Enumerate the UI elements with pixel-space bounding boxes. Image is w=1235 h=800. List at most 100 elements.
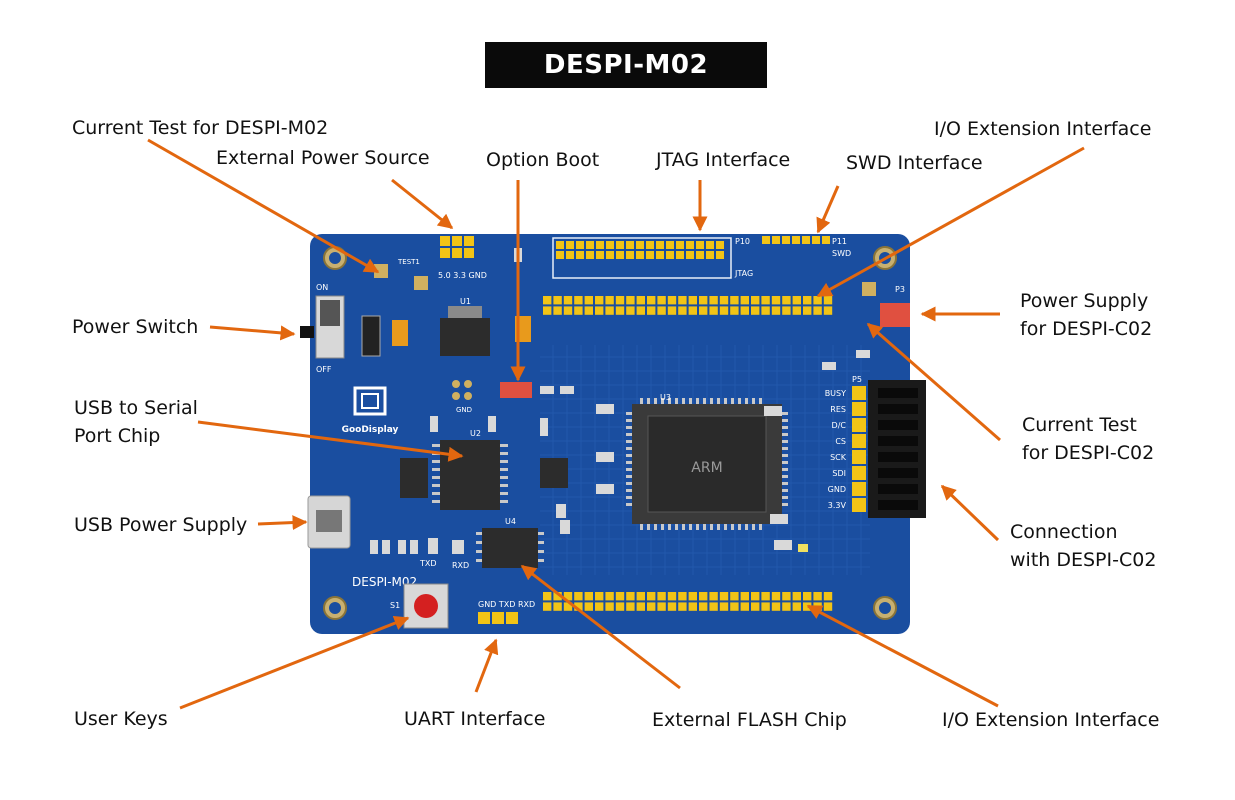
label-io-ext-top: I/O Extension Interface	[934, 118, 1152, 140]
mcu-pin	[675, 398, 678, 404]
crystal	[540, 458, 568, 488]
user-key-button	[403, 583, 449, 629]
io-top-pin	[605, 306, 614, 315]
io-top-pin	[553, 306, 562, 315]
io-top-pin	[595, 306, 604, 315]
mcu-pin	[738, 398, 741, 404]
p5-pin	[852, 498, 866, 512]
u2-pin	[432, 444, 440, 447]
io-bottom-pin	[740, 602, 749, 611]
arrow-usb-power	[257, 515, 308, 531]
connector-slot	[878, 388, 918, 398]
led4	[798, 544, 808, 552]
u2-silk: U2	[470, 429, 481, 438]
jtag-pin	[696, 241, 704, 249]
arrow-power-switch	[209, 325, 296, 341]
io-top-pin	[751, 296, 760, 305]
label-uart: UART Interface	[404, 708, 546, 730]
p5-pin	[852, 450, 866, 464]
mcu-pin	[647, 398, 650, 404]
io-bottom-pin	[667, 592, 677, 601]
io-bottom-pin	[699, 602, 708, 611]
u4-pin	[476, 541, 482, 544]
io-bottom-pin	[792, 602, 801, 611]
io-bottom-pin	[730, 592, 739, 601]
label-power-c02-line1: Power Supply	[1020, 290, 1149, 312]
mcu-pin	[654, 398, 657, 404]
io-top-pin	[678, 306, 687, 315]
p5-pin-label: D/C	[832, 421, 847, 430]
jtag-header	[552, 237, 732, 279]
p10-silk: P10	[735, 237, 750, 246]
io-bottom-pin	[636, 592, 645, 601]
io-bottom-pin	[647, 602, 656, 611]
io-bottom-pin	[605, 592, 614, 601]
mcu-pin	[782, 461, 788, 464]
io-top-pin	[657, 306, 666, 315]
power-pin	[464, 248, 474, 258]
mcu-pin	[626, 468, 632, 471]
jtag-pin	[716, 241, 724, 249]
swd-pin	[782, 236, 790, 244]
io-top-pin	[740, 306, 749, 315]
gnd-holes	[452, 380, 472, 400]
jtag-pin	[676, 241, 684, 249]
io-top-pin	[699, 306, 708, 315]
mcu-pin	[675, 524, 678, 530]
mcu-pin	[745, 524, 748, 530]
p5-pin-label: GND	[828, 485, 846, 494]
io-bottom-pin	[667, 602, 677, 611]
arrow-external-power	[391, 178, 454, 230]
io-top-pin	[563, 296, 573, 305]
mcu-pin	[717, 524, 720, 530]
swd-pin	[762, 236, 770, 244]
connector-slot	[878, 436, 918, 446]
io-top-pin	[730, 306, 739, 315]
io-bottom-pin	[730, 602, 739, 611]
power-c02-jumper	[880, 303, 910, 327]
io-top-pin	[699, 296, 708, 305]
io-bottom-pin	[771, 592, 781, 601]
rxd-silk: RXD	[452, 561, 469, 570]
gnd-silk: GND	[456, 406, 472, 414]
io-bottom-pin	[782, 602, 791, 611]
io-top-pin	[761, 306, 770, 315]
despi-c02-connector	[868, 380, 926, 518]
io-bottom-pin	[657, 602, 666, 611]
io-bottom-pin	[813, 592, 822, 601]
io-top-pin	[615, 296, 625, 305]
io-top-pin	[543, 306, 552, 315]
swd-pin	[792, 236, 800, 244]
io-bottom-pin	[678, 602, 687, 611]
mcu-pin	[661, 524, 664, 530]
label-ext-flash: External FLASH Chip	[652, 709, 847, 731]
p5-pin-label: CS	[835, 437, 846, 446]
jtag-pin	[706, 241, 714, 249]
uart-pin	[506, 612, 518, 624]
label-current-test-m02: Current Test for DESPI-M02	[72, 117, 329, 139]
mcu-pin	[682, 398, 685, 404]
jtag-pin	[666, 251, 674, 259]
jtag-pin	[586, 251, 594, 259]
jtag-pin	[706, 251, 714, 259]
connector-slot	[878, 404, 918, 414]
mcu-pin	[731, 524, 734, 530]
power-pin	[452, 248, 462, 258]
connector-slot	[878, 452, 918, 462]
io-bottom-pin	[740, 592, 749, 601]
power-pin	[440, 236, 450, 246]
page-title: DESPI-M02	[485, 42, 767, 88]
io-top-pin	[647, 296, 656, 305]
io-top-pin	[584, 306, 593, 315]
label-user-keys: User Keys	[74, 708, 168, 730]
io-top-pin	[761, 296, 770, 305]
jtag-pin	[676, 251, 684, 259]
io-bottom-pin	[709, 592, 718, 601]
io-bottom-pin	[574, 602, 583, 611]
p5-pin	[852, 434, 866, 448]
label-option-boot: Option Boot	[486, 149, 600, 171]
swd-pin	[822, 236, 830, 244]
p9-pin-labels: GND TXD RXD	[478, 600, 535, 609]
external-power-header	[440, 236, 474, 258]
